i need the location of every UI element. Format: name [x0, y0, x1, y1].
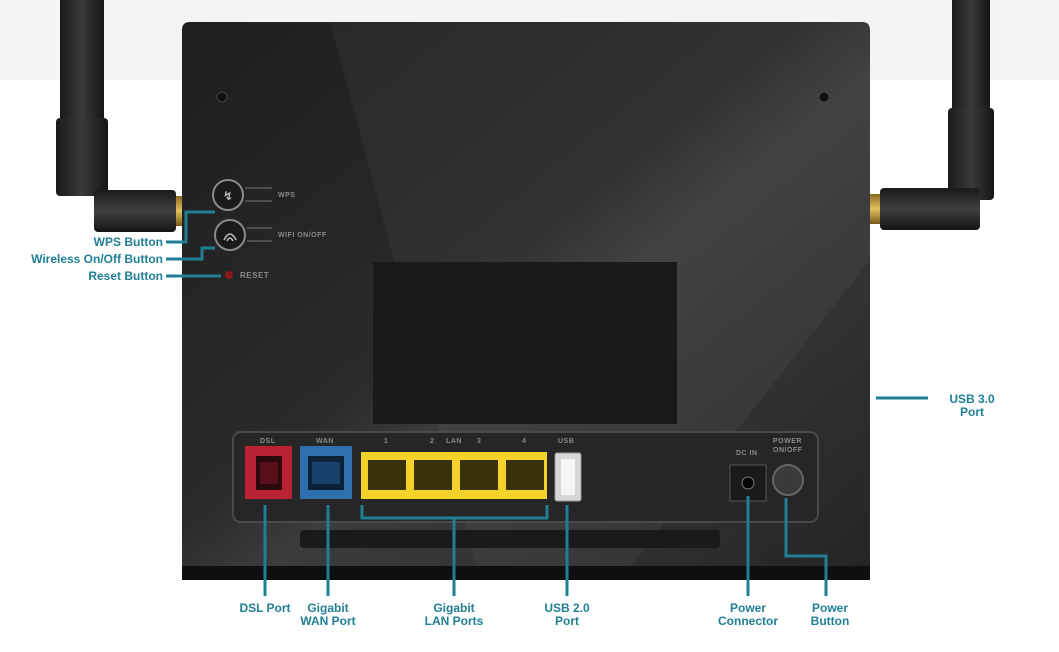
- wireless-button-label: Wireless On/Off Button: [31, 252, 163, 266]
- dsl-port-graphic: [245, 446, 292, 499]
- right-antenna: [868, 0, 994, 230]
- svg-text:↯: ↯: [223, 189, 233, 203]
- silk-wan: WAN: [316, 438, 334, 445]
- lan-ports-graphic: [361, 452, 547, 499]
- silk-lan: LAN: [446, 438, 462, 445]
- reset-hole: [225, 271, 233, 279]
- silk-usb: USB: [558, 438, 575, 445]
- left-antenna: [56, 0, 186, 232]
- silk-dsl: DSL: [260, 438, 276, 445]
- silk-wifi: WIFI ON/OFF: [278, 232, 327, 239]
- silk-lan-4: 4: [522, 438, 527, 445]
- power-connector-label: Power Connector: [718, 601, 778, 628]
- silk-wps: WPS: [278, 192, 296, 199]
- silk-lan-2: 2: [430, 438, 435, 445]
- usb3-port-label: USB 3.0 Port: [949, 392, 995, 419]
- silk-reset: RESET: [240, 271, 270, 280]
- usb2-port-label: USB 2.0 Port: [544, 601, 590, 628]
- wan-port-label: Gigabit WAN Port: [300, 601, 356, 628]
- usb-port-graphic: [554, 452, 582, 502]
- reset-button-label: Reset Button: [88, 269, 163, 283]
- wps-button-label: WPS Button: [93, 235, 163, 249]
- silk-power: POWER: [773, 438, 802, 445]
- power-button-label: Power Button: [810, 601, 850, 628]
- silk-lan-1: 1: [384, 438, 389, 445]
- dc-in-graphic: [729, 464, 767, 502]
- router-base: [182, 566, 870, 580]
- silk-dc-in: DC IN: [736, 450, 758, 457]
- wan-port-graphic: [300, 446, 352, 499]
- silk-power-onoff: ON/OFF: [773, 447, 803, 454]
- wps-button-graphic: ↯: [212, 179, 272, 211]
- silk-lan-3: 3: [477, 438, 482, 445]
- power-button-graphic: [772, 464, 804, 496]
- dsl-port-label: DSL Port: [239, 601, 291, 615]
- label-plate: [373, 262, 677, 424]
- callout-lines: [166, 210, 928, 596]
- lan-ports-label: Gigabit LAN Ports: [424, 601, 484, 628]
- wifi-button-graphic: [214, 219, 272, 251]
